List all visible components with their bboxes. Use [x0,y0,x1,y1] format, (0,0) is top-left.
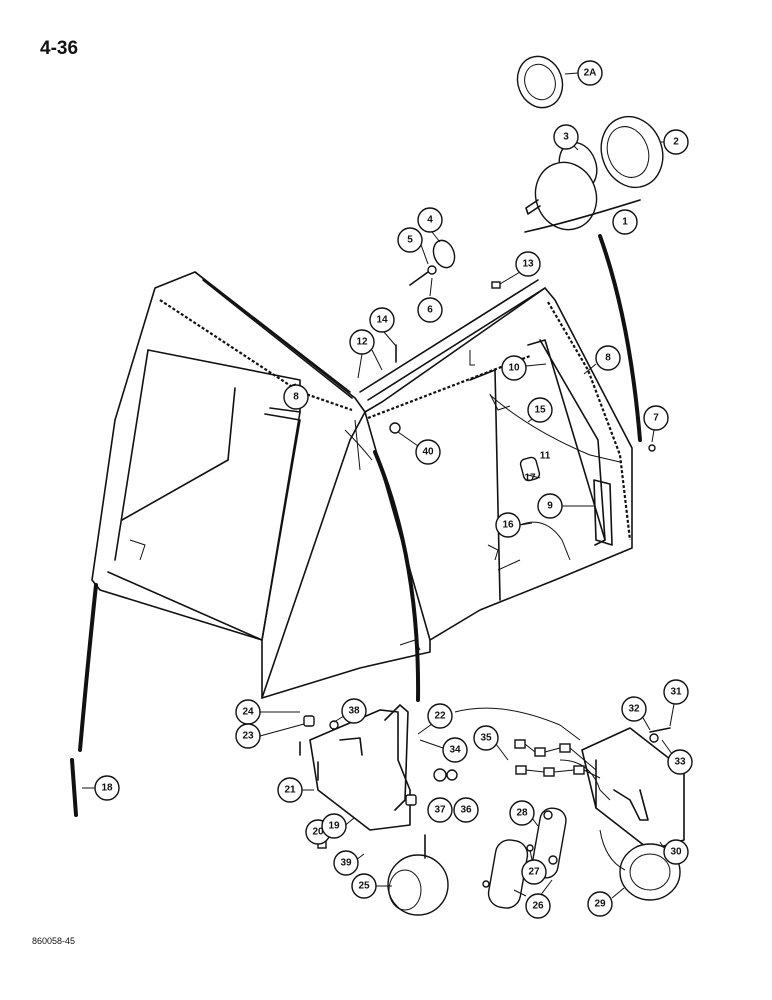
callout-2A: 2A [584,68,597,79]
side-seal-part-18 [70,758,78,817]
callout-10: 10 [508,363,520,374]
callout-35: 35 [480,733,492,744]
callout-38: 38 [348,706,360,717]
callout-37: 37 [434,805,446,816]
callout-5: 5 [407,235,413,246]
callout-36: 36 [460,805,472,816]
callout-30: 30 [670,847,682,858]
wiring-harness [78,234,642,752]
callout-18: 18 [101,783,113,794]
callout-27: 27 [528,867,540,878]
dome-light [489,393,613,546]
callout-24: 24 [242,707,254,718]
callout-15: 15 [534,405,546,416]
callout-8-right: 8 [605,353,611,364]
callout-13: 13 [522,259,534,270]
callout-16: 16 [502,520,514,531]
callout-12: 12 [356,337,368,348]
callout-8-left: 8 [293,392,299,403]
figure-code: 860058-45 [32,936,76,946]
callout-26: 26 [532,901,544,912]
callout-11: 11 [540,451,551,462]
callout-2: 2 [673,137,679,148]
callout-6: 6 [427,305,433,316]
callout-21: 21 [284,785,296,796]
callout-25: 25 [358,881,370,892]
callout-29: 29 [594,899,606,910]
callouts: 2A 2 3 1 4 5 6 13 14 12 [82,60,693,919]
callout-28: 28 [516,808,528,819]
callout-7: 7 [653,413,659,424]
callout-14: 14 [376,315,388,326]
callout-3: 3 [563,132,569,143]
mounting-hardware [389,239,656,452]
callout-4: 4 [427,215,433,226]
callout-34: 34 [449,745,461,756]
callout-22: 22 [434,711,446,722]
callout-19: 19 [328,821,340,832]
callout-1: 1 [622,217,628,228]
tail-light-assembly [299,704,458,916]
callout-31: 31 [670,687,682,698]
callout-23: 23 [242,731,254,742]
callout-39: 39 [340,858,352,869]
callout-20: 20 [312,827,324,838]
floodlight-assembly [516,55,664,233]
callout-32: 32 [628,704,640,715]
callout-17: 17 [524,473,536,484]
callout-9: 9 [547,501,553,512]
callout-40: 40 [422,447,434,458]
page-number: 4-36 [40,38,79,59]
callout-33: 33 [674,757,686,768]
